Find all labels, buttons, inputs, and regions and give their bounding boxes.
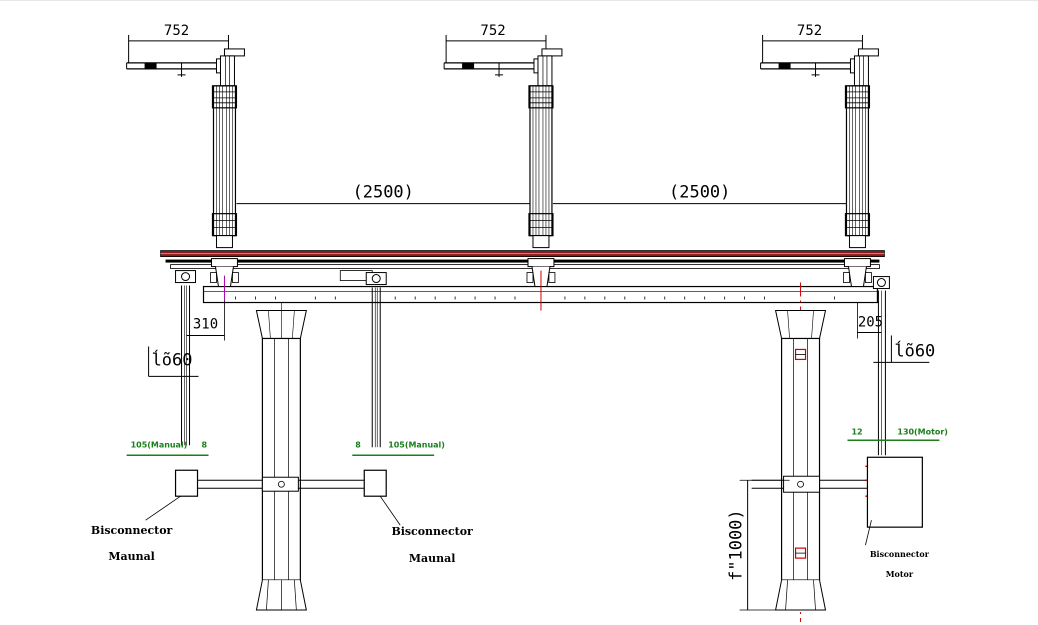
label-left-manual-line2: Maunal <box>108 550 154 563</box>
label-left-manual-line1: Bisconnector <box>91 524 173 537</box>
top-dimension-left: 752 <box>128 23 229 63</box>
green-label-mid-a: 8 <box>355 440 361 449</box>
leader-middle <box>379 495 401 526</box>
left-height-dimension: ĺõ60 <box>148 346 199 377</box>
green-label-left-a: 105(Manual) <box>131 440 188 449</box>
label-mid-manual-line1: Bisconnector <box>391 525 473 538</box>
insulator-base-right <box>842 258 872 288</box>
linkage-shaft <box>174 469 387 497</box>
leader-motor <box>865 520 872 546</box>
label-motor-line2: Motor <box>886 570 914 579</box>
left-offset-dimension: 310 <box>186 300 225 341</box>
busbar <box>160 250 885 281</box>
column-height-dimension: f"1000) <box>727 479 790 611</box>
phase-spacing-dimension: (2500) (2500) <box>236 183 847 205</box>
dimension-205: 205 <box>858 314 883 330</box>
contact-arm-right <box>760 48 880 87</box>
top-dimension-middle: 752 <box>445 23 547 63</box>
green-label-right-b: 130(Motor) <box>897 427 948 436</box>
green-label-mid-b: 105(Manual) <box>388 440 445 449</box>
motor-operator-box <box>866 456 923 528</box>
label-motor-line1: Bisconnector <box>870 550 930 559</box>
right-offset-dimension: 205 <box>857 302 883 339</box>
support-column-left <box>255 302 307 611</box>
right-height-dimension: ĺõ60 <box>873 335 935 363</box>
dimension-height-left: ĺõ60 <box>152 348 193 370</box>
top-dimension-right: 752 <box>762 23 863 63</box>
operating-rod-middle <box>365 272 387 448</box>
support-column-right <box>774 310 827 611</box>
dimension-752-middle: 752 <box>480 23 505 39</box>
contact-arm-middle <box>443 48 563 87</box>
phase-spacing-2: (2500) <box>669 183 730 203</box>
leader-left <box>145 495 181 521</box>
green-label-right-a: 12 <box>851 427 862 436</box>
green-mark-left: 105(Manual) 8 <box>126 440 209 457</box>
insulator-middle <box>528 85 554 249</box>
motor-shaft <box>751 465 872 497</box>
operating-rod-left <box>175 270 197 446</box>
contact-arm-left <box>126 48 246 87</box>
label-mid-manual-line2: Maunal <box>409 552 455 565</box>
dimension-height-right: ĺõ60 <box>894 339 935 361</box>
phase-spacing-1: (2500) <box>353 183 414 203</box>
dimension-310: 310 <box>193 316 218 332</box>
operating-rod-right <box>872 276 890 456</box>
dimension-752-left: 752 <box>164 23 189 39</box>
green-mark-right: 12 130(Motor) <box>847 427 948 442</box>
green-label-left-b: 8 <box>202 440 208 449</box>
insulator-right <box>844 85 871 249</box>
green-mark-middle: 8 105(Manual) <box>352 440 445 457</box>
insulator-left <box>211 85 238 249</box>
dimension-752-right: 752 <box>797 23 822 39</box>
dimension-1000: f"1000) <box>727 509 747 581</box>
